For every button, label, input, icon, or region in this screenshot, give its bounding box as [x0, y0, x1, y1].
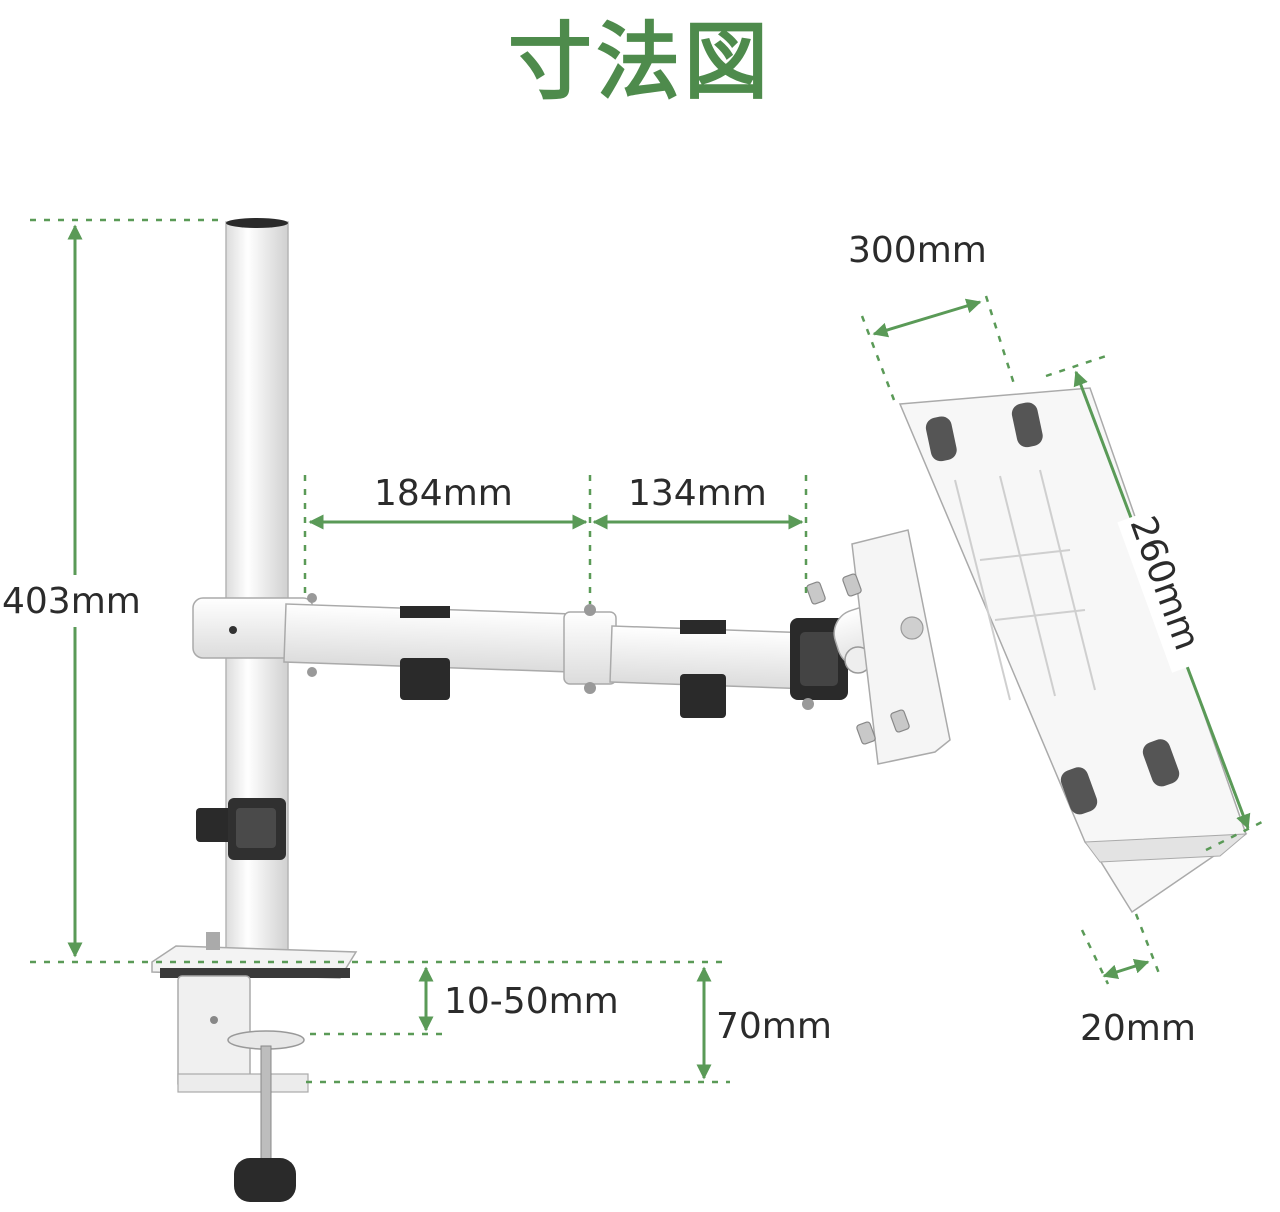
page-title: 寸法図	[507, 12, 772, 111]
desk-clamp	[151, 932, 358, 1202]
arm-segment-2	[609, 620, 803, 718]
dim-tray-width	[872, 298, 982, 338]
label-clamp-range: 10-50mm	[444, 981, 619, 1022]
label-tray-width: 300mm	[848, 230, 987, 271]
label-arm-2: 134mm	[628, 473, 767, 514]
label-arm-1: 184mm	[374, 473, 513, 514]
pole-cap	[226, 218, 288, 228]
monitor-arm	[151, 218, 1248, 1202]
arm-segment-1	[283, 603, 587, 700]
cable-clip	[196, 798, 286, 860]
elbow-joint	[563, 604, 617, 694]
vesa-plate	[851, 529, 951, 765]
label-tray-lip: 20mm	[1080, 1008, 1196, 1049]
label-clamp-depth: 70mm	[716, 1006, 832, 1047]
vesa-screws	[806, 573, 910, 745]
label-pole-height: 403mm	[2, 581, 141, 622]
dim-tray-lip	[1102, 958, 1150, 980]
